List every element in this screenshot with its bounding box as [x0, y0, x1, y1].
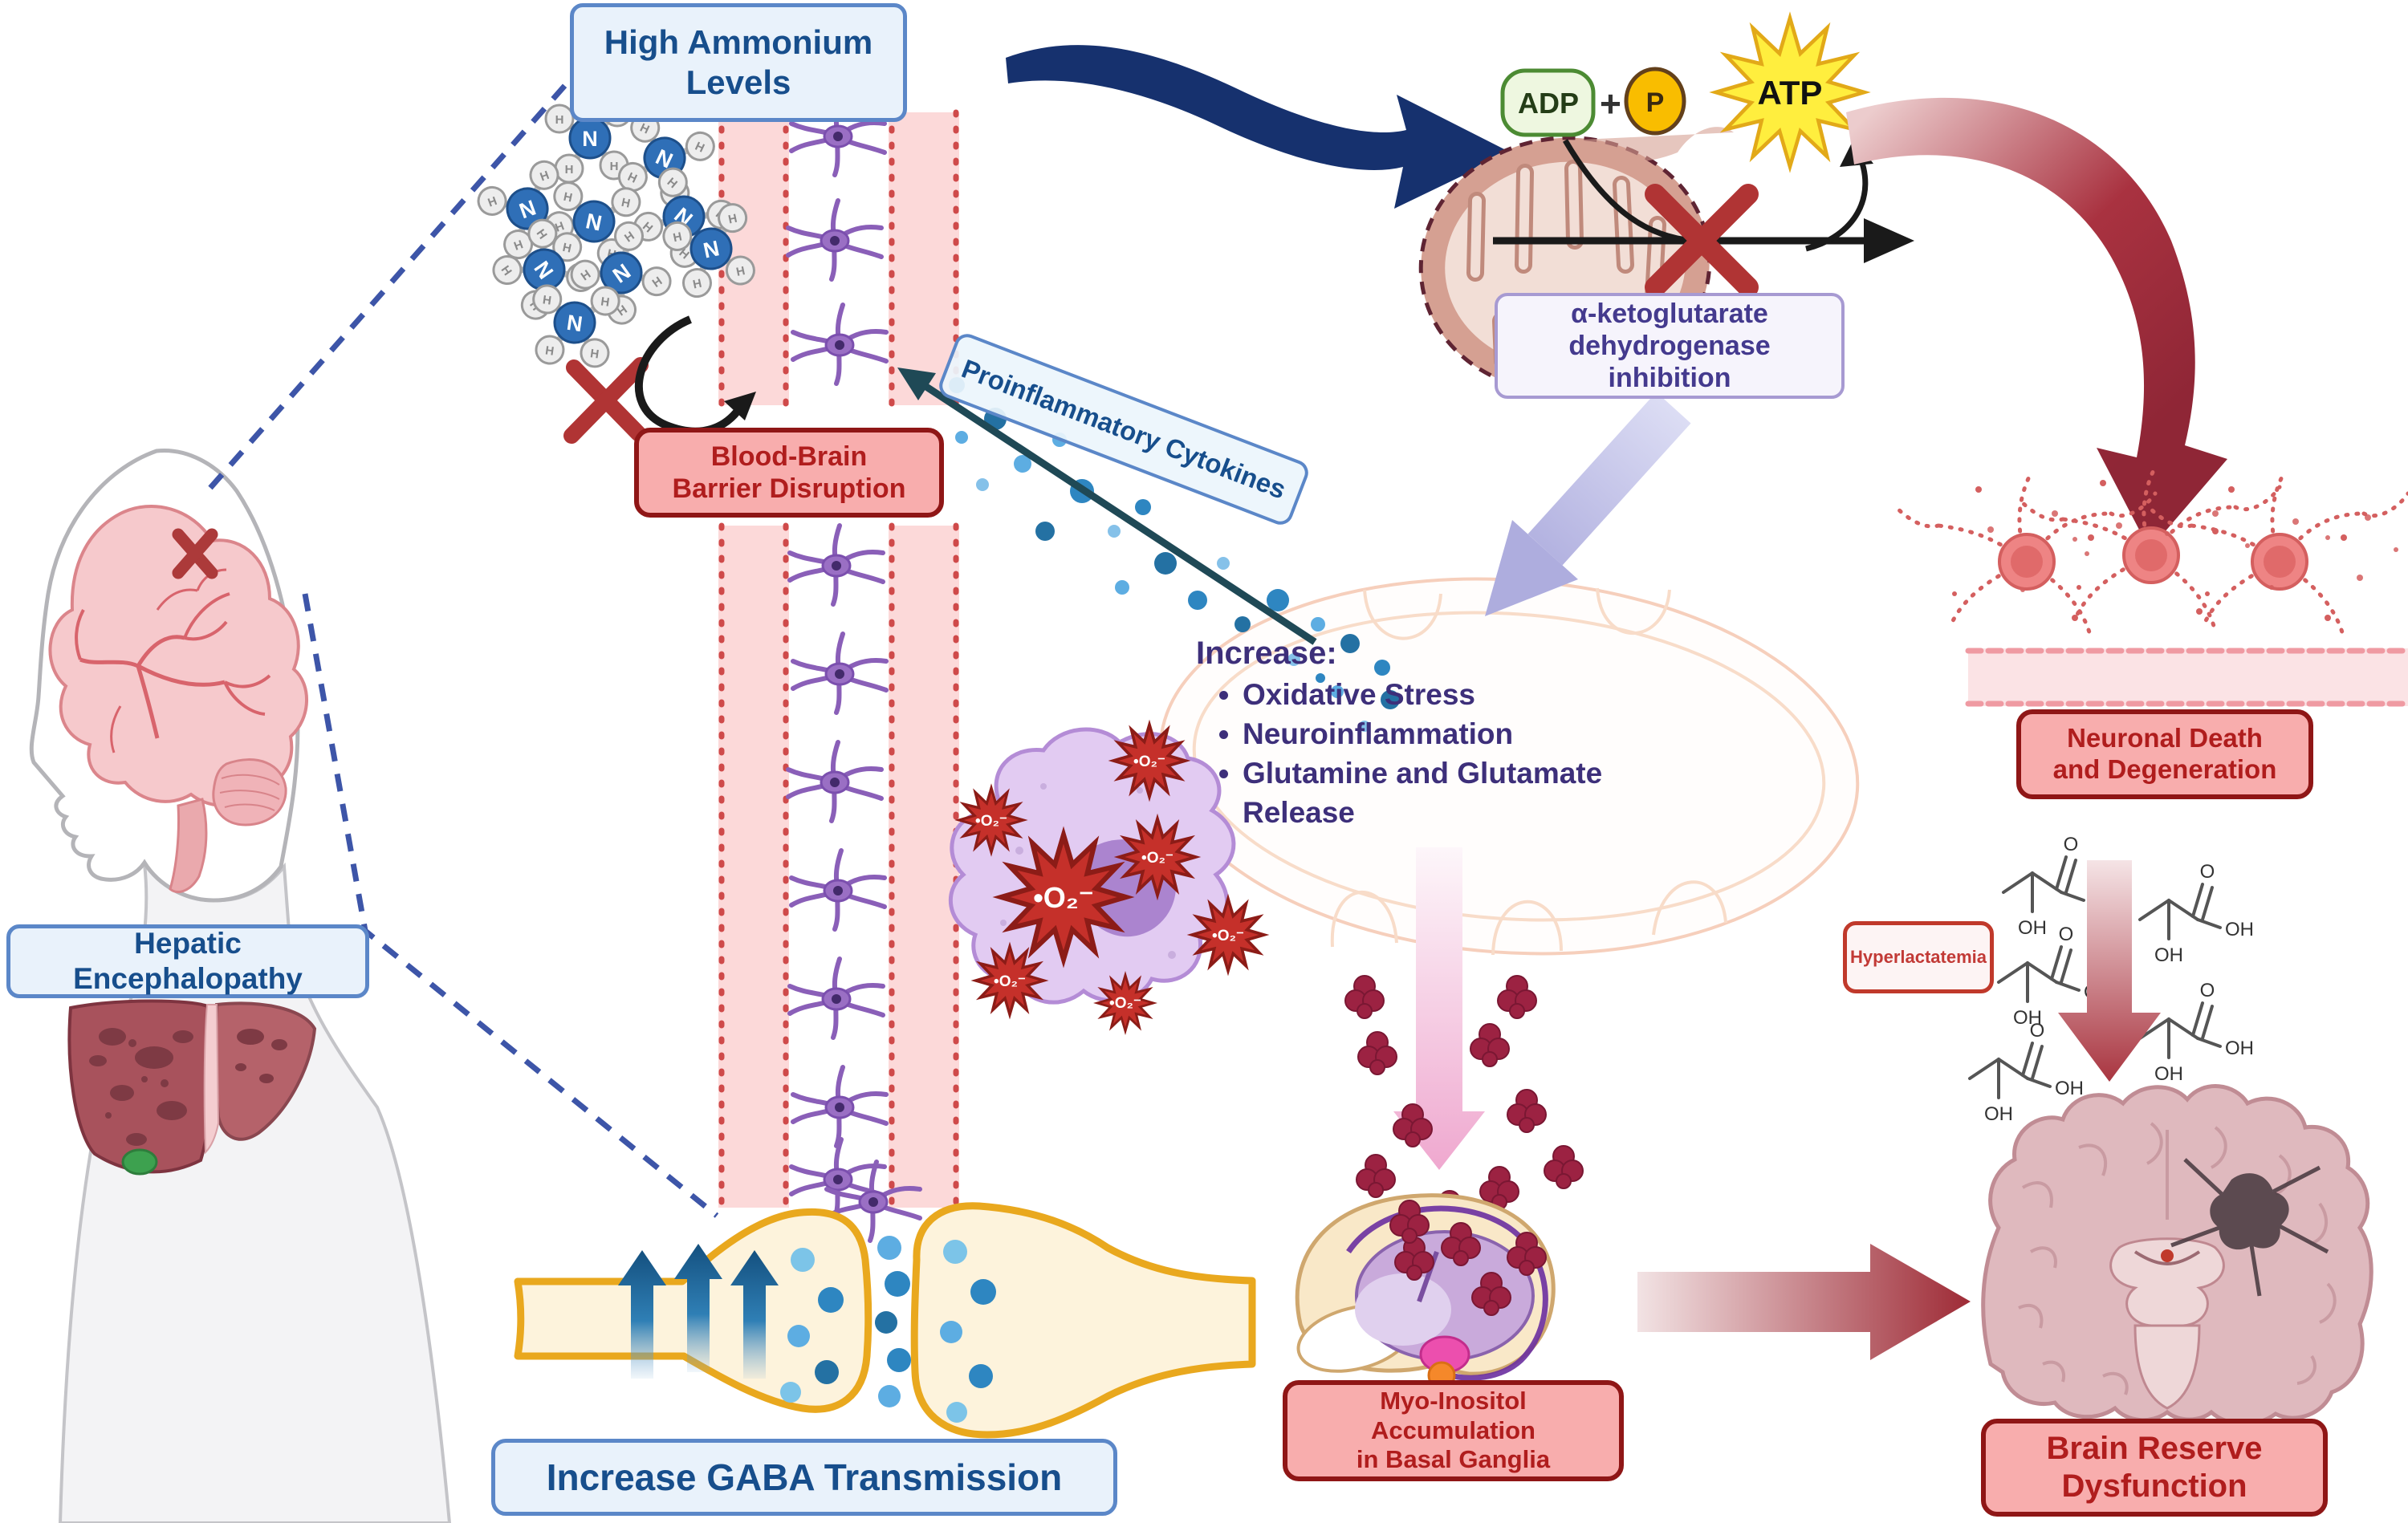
label-line: Increase GABA Transmission [546, 1456, 1063, 1498]
label-line: Myo-Inositol Accumulation [1371, 1387, 1536, 1444]
neural-tissue-band [1968, 648, 2408, 706]
increase-title: Increase: [1196, 636, 1337, 671]
superoxide-label: •O₂⁻ [1033, 881, 1094, 914]
hyperlactatemia-label: Hyperlactatemia [1843, 921, 1994, 993]
label-line: Hepatic Encephalopathy [73, 927, 303, 995]
postsynaptic-terminal [910, 1202, 1256, 1439]
myo-inositol-label: Myo-Inositol Accumulation in Basal Gangl… [1283, 1380, 1624, 1481]
brain-lesion [2170, 1158, 2329, 1297]
label-line: Blood-Brain [710, 441, 868, 472]
astrocyte-chain [788, 96, 886, 1218]
neuron-debris [1987, 510, 2398, 592]
label-line: Barrier Disruption [672, 473, 906, 504]
mitochondria-to-neurons-arrow [1846, 97, 2227, 550]
faint-mitochondrion-outline [1158, 577, 1860, 956]
phosphate-badge: P [1624, 67, 1686, 136]
label-line: High Ammonium [604, 23, 873, 62]
reaction-arrow [1493, 139, 1914, 263]
label-line: dehydrogenase inhibition [1568, 330, 1771, 394]
brainstem [169, 798, 208, 893]
akg-to-oxidative-arrow [1485, 392, 1691, 616]
basal-ganglia-to-brain-arrow [1637, 1244, 1971, 1360]
cytokine-arrow [897, 368, 1317, 645]
gaba-transmission-label: Increase GABA Transmission [491, 1439, 1117, 1516]
atp-label: ATP [1758, 74, 1823, 112]
falciform-ligament [203, 1004, 220, 1155]
lentiform-blob [1355, 1273, 1451, 1346]
bbb-disruption-label: Blood-Brain Barrier Disruption [634, 428, 944, 518]
superoxide-stars: •O₂⁻ •O₂⁻ •O₂⁻ •O₂⁻ •O₂⁻ •O₂⁻ •O₂⁻ [958, 723, 1266, 1033]
label-line: in Basal Ganglia [1356, 1445, 1551, 1474]
barrier-entry-arrow [634, 315, 756, 436]
label-line: Levels [685, 63, 791, 101]
microglia-cell [949, 727, 1236, 1005]
superoxide-label: •O₂⁻ [1141, 850, 1173, 867]
high-ammonium-label: High Ammonium Levels [570, 3, 907, 122]
brain-lesion-x-icon [172, 528, 218, 579]
superoxide-label: •O₂⁻ [1133, 753, 1165, 770]
neuronal-death-label: Neuronal Death and Degeneration [2016, 709, 2313, 799]
gyri-lines [2018, 1122, 2337, 1395]
gallbladder [121, 1148, 158, 1176]
label-line: Hyperlactatemia [1850, 947, 1987, 968]
hepatic-encephalopathy-label: Hepatic Encephalopathy [6, 924, 369, 998]
atp-starburst: ATP [1709, 11, 1871, 173]
hyperlactatemia-arrow [2058, 860, 2161, 1082]
oxidative-to-basal-ganglia-arrow [1393, 847, 1485, 1170]
phosphate-label: P [1646, 87, 1665, 118]
midline-red-dot [2161, 1249, 2174, 1262]
superoxide-label: •O₂⁻ [1212, 928, 1244, 944]
blocked-reaction-x-icon [1645, 184, 1759, 298]
liver-illustration [67, 999, 317, 1176]
label-line: Neuronal Death [2067, 723, 2263, 753]
coronal-brain-illustration [1981, 1084, 2373, 1426]
increase-item: Glutamine and Glutamate Release [1243, 753, 1629, 832]
synapse-illustration [514, 1202, 1256, 1439]
increase-item: Oxidative Stress [1243, 675, 1629, 714]
dashed-line-to-ammonium [208, 81, 569, 490]
label-line: α-ketoglutarate [1571, 298, 1768, 329]
label-line: and Degeneration [2052, 754, 2277, 784]
neuronal-death-group [1894, 467, 2408, 707]
increase-item: Neuroinflammation [1243, 714, 1629, 753]
ammonium-to-mitochondria-arrow [1006, 45, 1511, 209]
akg-inhibition-label: α-ketoglutarate dehydrogenase inhibition [1495, 293, 1845, 399]
brainstem-section [2133, 1324, 2201, 1410]
adp-badge: ADP [1500, 68, 1596, 137]
increase-items: Oxidative Stress Neuroinflammation Gluta… [1196, 675, 1629, 832]
superoxide-label: •O₂⁻ [1109, 995, 1141, 1012]
blood-brain-barrier [718, 96, 959, 1218]
brain-reserve-label: Brain Reserve Dysfunction [1981, 1419, 2328, 1517]
myo-inositol-molecules [1344, 975, 1584, 1234]
blocked-transport-x-icon [563, 357, 649, 444]
label-line: Brain Reserve [2046, 1430, 2263, 1466]
gaba-vesicles [780, 1236, 996, 1423]
cirrhosis-spots [89, 1028, 287, 1146]
superoxide-label: •O₂⁻ [994, 973, 1026, 990]
basal-ganglia-illustration [1295, 1193, 1556, 1390]
brain-illustration [48, 505, 308, 893]
central-nuclei [2109, 1237, 2225, 1327]
gaba-up-arrows [618, 1244, 779, 1379]
plus-sign: + [1600, 83, 1621, 124]
label-line: Dysfunction [2061, 1468, 2247, 1504]
superoxide-label: •O₂⁻ [975, 813, 1007, 830]
adp-label: ADP [1518, 87, 1579, 120]
increase-list: Increase: Oxidative Stress Neuroinflamma… [1196, 636, 1629, 832]
